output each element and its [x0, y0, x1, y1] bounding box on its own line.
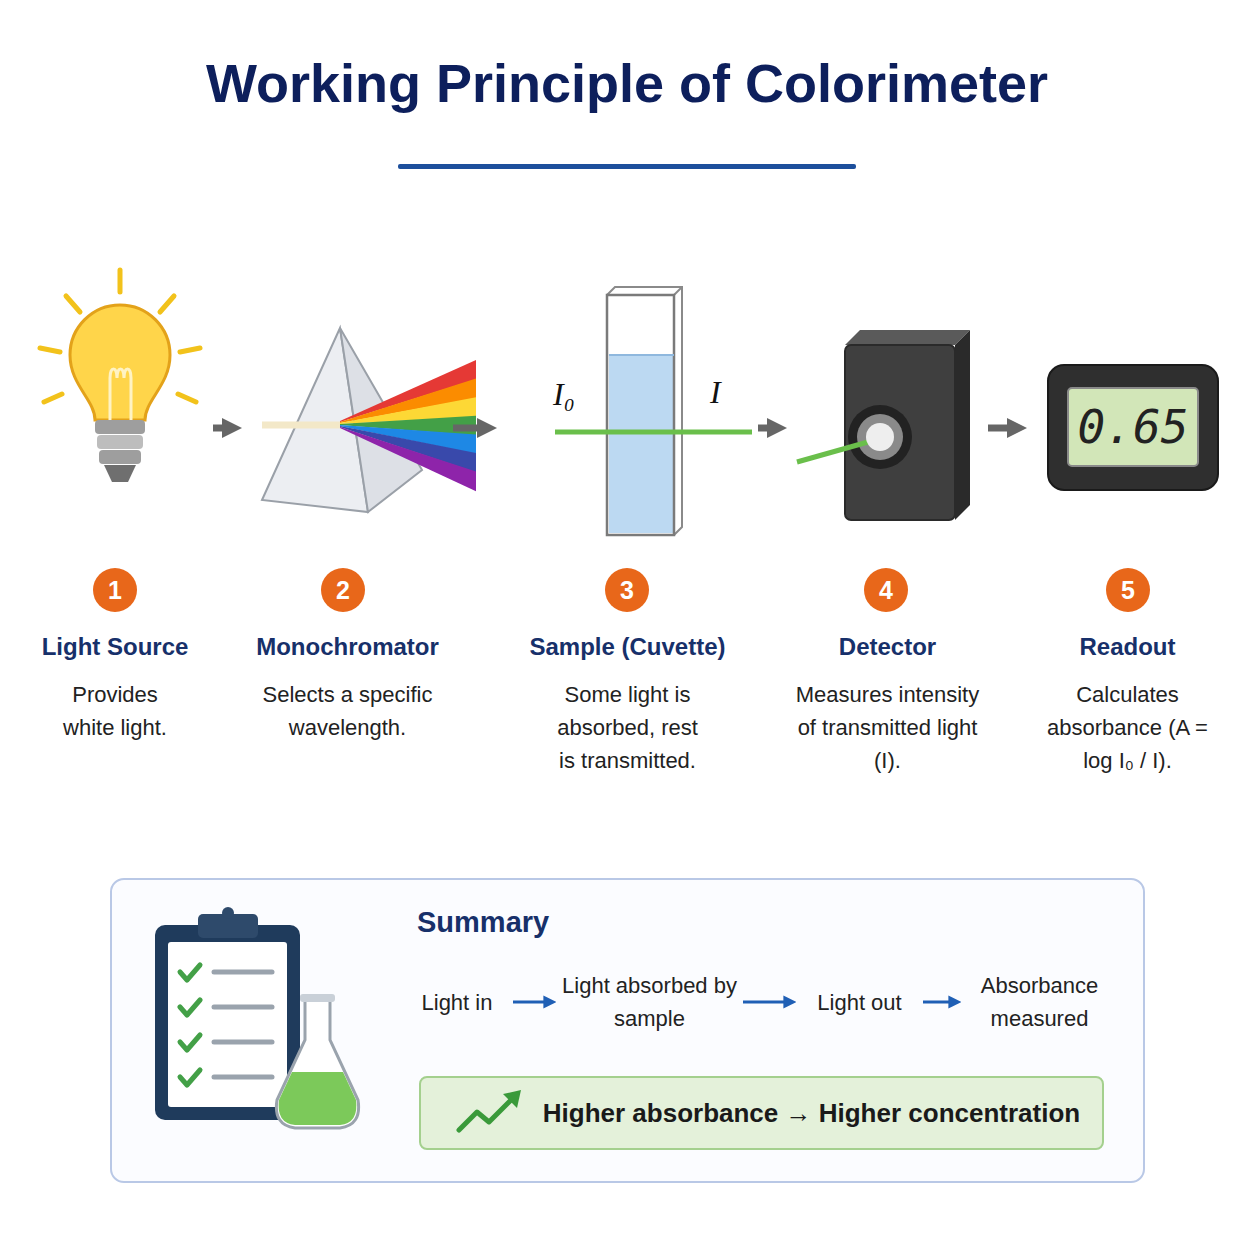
process-step: DetectorMeasures intensity of transmitte… [790, 270, 985, 777]
step-description: Calculates absorbance (A = log I₀ / I). [1033, 678, 1223, 777]
process-step: ReadoutCalculates absorbance (A = log I₀… [1030, 270, 1225, 777]
node-text: Light in [407, 986, 507, 1019]
flow-arrow [213, 425, 226, 432]
flow-step: Light out [802, 986, 917, 1019]
check-mark [180, 965, 200, 980]
clipboard-icon [155, 907, 300, 1120]
step-heading: Sample (Cuvette) [500, 632, 755, 662]
check-mark [180, 1070, 200, 1085]
step-heading: Monochromator [245, 632, 450, 662]
callout-number: 1 [93, 568, 137, 612]
flask-icon [276, 994, 358, 1128]
title: Working Principle of Colorimeter [0, 52, 1254, 114]
result-band: Higher absorbance → Higher concentration [419, 1076, 1104, 1150]
step-description: Measures intensity of transmitted light … [795, 678, 981, 777]
list-line [214, 1005, 272, 1010]
node-text: Absorbance measured [967, 969, 1112, 1035]
list-line [214, 1075, 272, 1080]
spectrum-band [340, 379, 476, 423]
readout-display [1048, 365, 1218, 490]
node-text: Light out [802, 986, 917, 1019]
step-heading: Detector [790, 632, 985, 662]
step-description: Selects a specific wavelength. [250, 678, 445, 744]
readout-value: 0.65 [1068, 388, 1198, 466]
callout-number: 4 [864, 568, 908, 612]
prism [262, 328, 476, 512]
node-text: Light absorbed by sample [562, 969, 737, 1035]
process-step: Sample (Cuvette) Some light is absorbed, … [500, 270, 755, 777]
title-underline [398, 164, 856, 169]
process-step: Light SourceProvides white light. [20, 270, 210, 744]
flow-step: Light in [407, 986, 507, 1019]
flow-step: Light absorbed by sample [562, 969, 737, 1035]
callout-number: 5 [1106, 568, 1150, 612]
callout-number: 3 [605, 568, 649, 612]
beam-label: I₀ [553, 376, 575, 413]
trend-icon [421, 1078, 531, 1148]
flow-arrow [513, 1001, 546, 1004]
summary-panel: SummaryLight in Light absorbed by sample L… [110, 878, 1145, 1183]
flow-arrow [988, 425, 1011, 432]
panel-heading: Summary [417, 906, 549, 939]
callout-number: 2 [321, 568, 365, 612]
cuvette [555, 287, 752, 535]
step-description: Provides white light. [50, 678, 180, 744]
step-heading: Readout [1030, 632, 1225, 662]
list-line [214, 970, 272, 975]
check-mark [180, 1000, 200, 1015]
flow-step: Absorbance measured [967, 969, 1112, 1035]
flow-arrow [758, 425, 771, 432]
beam-label: I [710, 374, 721, 411]
detector [797, 330, 970, 520]
spectrum-band [340, 427, 476, 491]
flow-arrow [453, 425, 481, 432]
step-heading: Light Source [20, 632, 210, 662]
flow-arrow [923, 1001, 951, 1004]
check-mark [180, 1035, 200, 1050]
list-line [214, 1040, 272, 1045]
light-bulb [40, 270, 200, 482]
node-text: Higher absorbance → Higher concentration [543, 1098, 1080, 1129]
flow-arrow [743, 1001, 786, 1004]
process-step: MonochromatorSelects a specific waveleng… [245, 270, 450, 744]
step-description: Some light is absorbed, rest is transmit… [548, 678, 708, 777]
summary-ground [110, 878, 1145, 1183]
